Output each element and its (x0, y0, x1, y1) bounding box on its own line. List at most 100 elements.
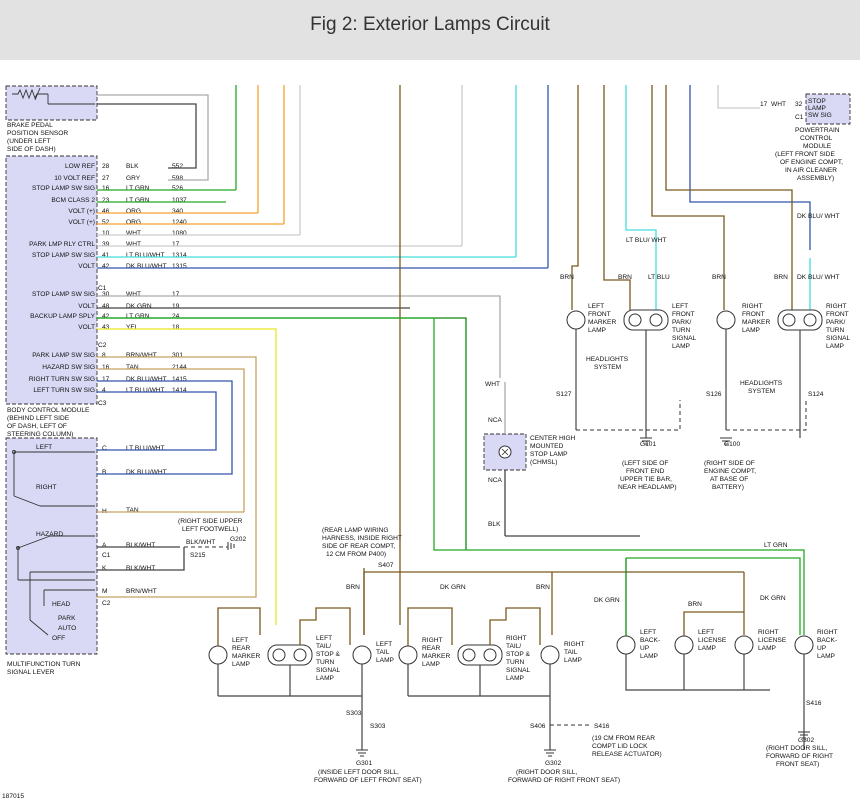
mf-hazard: HAZARD (36, 531, 63, 538)
pcm-box (805, 93, 851, 125)
bcm-pin-circuit: 19 (172, 303, 180, 310)
chmsl-wht: WHT (485, 381, 500, 388)
bcm-pin-name: VOLT (+) (68, 208, 95, 215)
s407: S407 (378, 562, 394, 569)
bcm-pin-number: 39 (102, 241, 110, 248)
rear-ltgrn: LT GRN (764, 542, 788, 549)
g301: G301 (356, 760, 372, 767)
mf-wire-k: BLK/WHT (126, 565, 155, 572)
mf-off: OFF (52, 635, 65, 642)
g302-desc: (RIGHT DOOR SILL,FORWARD OF RIGHT FRONT … (508, 769, 620, 784)
bcm-pin-circuit: 2144 (172, 364, 187, 371)
mf-pin-b: B (102, 469, 107, 476)
bcm-pin-name: VOLT (78, 263, 95, 270)
pcm-conn: C1 (795, 114, 804, 121)
bcm-pin-name: VOLT (78, 303, 95, 310)
mf-lever-box (5, 437, 98, 655)
s416b: S416 (806, 700, 822, 707)
bcm-pin-name: LEFT TURN SW SIG (33, 387, 95, 394)
l-backup-lamp (616, 635, 636, 655)
rf-brn-b: BRN (774, 274, 788, 281)
bcm-pin-circuit: 552 (172, 163, 183, 170)
mf-wire-h: TAN (126, 507, 139, 514)
bcm-pin-color: DK BLU/WHT (126, 263, 167, 270)
bcm-pin-number: 48 (102, 303, 110, 310)
conn-c2: C2 (98, 342, 107, 349)
bcm-pin-name: HAZARD SW SIG (42, 364, 95, 371)
l-tail-stop-lamp (267, 644, 313, 666)
bcm-pin-number: 4 (102, 387, 106, 394)
conn-c1: C1 (98, 285, 107, 292)
mf-right: RIGHT (36, 484, 57, 491)
lf-wire-color: LT BLU/ WHT (626, 237, 666, 244)
r-tail-lamp (540, 645, 560, 665)
g302: G302 (545, 760, 561, 767)
bcm-pin-circuit: 598 (172, 175, 183, 182)
bcm-pin-number: 23 (102, 197, 110, 204)
bcm-pin-circuit: 1414 (172, 387, 187, 394)
lf-marker-lamp (566, 310, 586, 358)
rear-brn3: BRN (688, 601, 702, 608)
lamp-icon (498, 445, 512, 459)
s406: S406 (530, 723, 546, 730)
g101: G101 (640, 441, 656, 448)
r-tail-stop-lamp (457, 644, 503, 666)
s124: S124 (808, 391, 824, 398)
bcm-pin-circuit: 1314 (172, 252, 187, 259)
bcm-pin-name: PARK LAMP SW SIG (32, 352, 95, 359)
bcm-pin-name: PARK LMP RLY CTRL (29, 241, 95, 248)
l-license-lamp (674, 635, 694, 655)
r-license-lamp (734, 635, 754, 655)
bcm-pin-circuit: 1080 (172, 230, 187, 237)
mf-wire-m: BRN/WHT (126, 588, 157, 595)
bcm-pin-name: 10 VOLT REF (54, 175, 95, 182)
lr-marker-lamp (208, 645, 228, 665)
figure-id: 187015 (2, 793, 24, 800)
s416: S416 (594, 723, 610, 730)
bcm-pin-number: 43 (102, 324, 110, 331)
bcm-pin-name: BACKUP LAMP SPLY (30, 313, 95, 320)
bcm-pin-color: YEL (126, 324, 139, 331)
bcm-pin-name: STOP LAMP SW SIG (32, 185, 95, 192)
bcm-pin-circuit: 24 (172, 313, 180, 320)
bcm-pin-circuit: 17 (172, 291, 180, 298)
bcm-pin-name: STOP LAMP SW SIG (32, 291, 95, 298)
mf-wire-a: BLK/WHT (126, 542, 155, 549)
rear-brn2: BRN (536, 584, 550, 591)
conn-c3: C3 (98, 400, 107, 407)
rf-marker-lamp (716, 310, 736, 358)
bcm-box (5, 155, 98, 405)
rr-marker-lamp (398, 645, 418, 665)
bcm-pin-number: 17 (102, 376, 110, 383)
bcm-pin-number: 27 (102, 175, 110, 182)
mf-auto: AUTO (58, 625, 76, 632)
bcm-pin-circuit: 340 (172, 208, 183, 215)
mf-conn-c2: C2 (102, 600, 111, 607)
rear-dkgrn: DK GRN (440, 584, 466, 591)
bcm-pin-number: 52 (102, 219, 110, 226)
g301-desc: (INSIDE LEFT DOOR SILL,FORWARD OF LEFT F… (314, 769, 422, 784)
bcm-pin-number: 46 (102, 208, 110, 215)
bcm-pin-name: RIGHT TURN SW SIG (29, 376, 95, 383)
bcm-pin-circuit: 1315 (172, 263, 187, 270)
mf-pin-m: M (102, 588, 108, 595)
bcm-pin-name: STOP LAMP SW SIG (32, 252, 95, 259)
pcm-wire-color: WHT (771, 101, 786, 108)
g202-wire: BLK/WHT (186, 539, 215, 546)
rear-brn: BRN (346, 584, 360, 591)
